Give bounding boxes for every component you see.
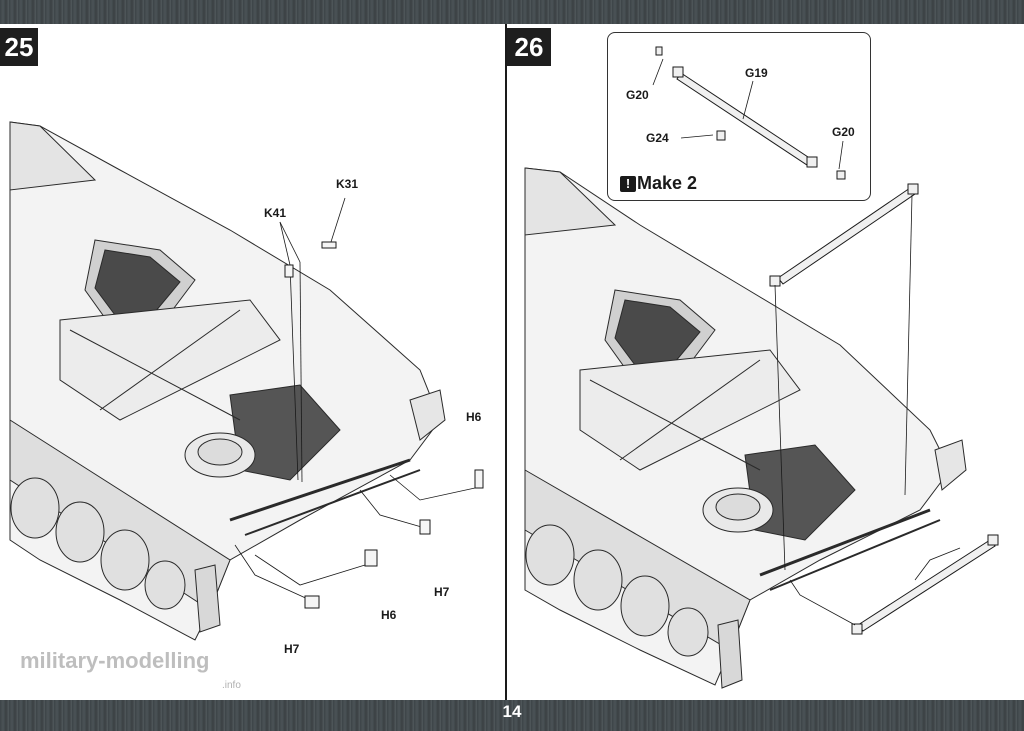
watermark-suffix: .info <box>222 680 241 691</box>
sub-assembly-inset: G20 G19 G24 G20 <box>607 32 871 201</box>
make-quantity-text: Make 2 <box>637 173 698 193</box>
step-25-badge: 25 <box>0 28 38 66</box>
label-k31: K31 <box>336 177 358 191</box>
leader-lines-26 <box>774 194 961 626</box>
top-band <box>0 0 1024 24</box>
step-25-illustration: K41 K31 H6 H7 H6 H7 <box>9 121 484 656</box>
bottom-band <box>0 700 1024 731</box>
label-h6-upper: H6 <box>466 410 482 424</box>
make-quantity-note: !Make 2 <box>620 173 697 194</box>
tow-bar-lower <box>851 534 999 635</box>
panel-divider <box>505 24 507 700</box>
step-26-illustration <box>524 167 999 689</box>
label-g19: G19 <box>745 66 768 80</box>
label-g20-right: G20 <box>832 125 855 139</box>
label-h7-left: H7 <box>284 642 300 656</box>
part-glyphs-25 <box>284 241 484 609</box>
page-number: 14 <box>502 702 522 721</box>
tow-bar-upper <box>769 183 919 287</box>
warning-icon: ! <box>620 176 636 192</box>
watermark-logo: military-modelling <box>20 648 210 673</box>
label-g24: G24 <box>646 131 669 145</box>
label-k41: K41 <box>264 206 286 220</box>
vehicle-hull-25 <box>9 121 446 641</box>
label-g20-top: G20 <box>626 88 649 102</box>
tow-bar-assembly-diagram: G20 G19 G24 G20 <box>626 46 855 180</box>
label-h6-lower: H6 <box>381 608 397 622</box>
step-26-badge: 26 <box>507 28 551 66</box>
leader-lines-25 <box>234 197 476 601</box>
vehicle-hull-26 <box>524 167 967 689</box>
label-h7-right: H7 <box>434 585 450 599</box>
